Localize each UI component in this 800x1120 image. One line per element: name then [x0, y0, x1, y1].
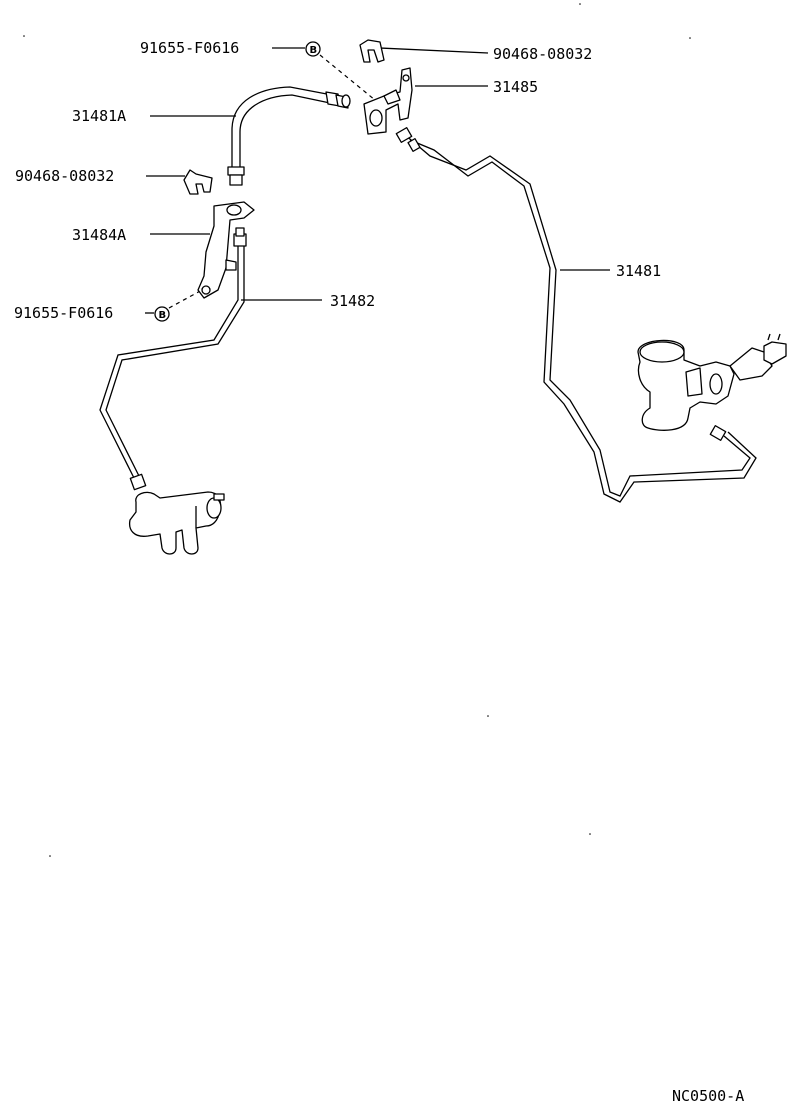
tube-lower: [99, 227, 247, 491]
clip-left: [183, 169, 213, 195]
drawing-code: NC0500-A: [672, 1087, 744, 1105]
master-cylinder: [637, 333, 787, 431]
callout-bolt-top: 91655-F0616: [140, 39, 239, 57]
callout-flex-hose: 31481A: [72, 107, 126, 125]
bracket-top: [363, 67, 413, 135]
scan-specks: [23, 3, 691, 857]
callout-bracket-left: 31484A: [72, 226, 126, 244]
bolt-left-badge: B: [154, 306, 170, 322]
callout-tube-lower: 31482: [330, 292, 375, 310]
callout-clip-left: 90468-08032: [15, 167, 114, 185]
clip-top: [359, 39, 385, 63]
callout-tube-main: 31481: [616, 262, 661, 280]
tube-main: [395, 127, 757, 503]
leader-lines: [145, 47, 610, 314]
bracket-left: [197, 201, 255, 299]
slave-cylinder: [128, 491, 225, 555]
bolt-top-badge: B: [305, 41, 321, 57]
callout-bracket-top: 31485: [493, 78, 538, 96]
bolt-top-dashed-leader: [319, 54, 376, 101]
bolt-left-symbol: B: [159, 310, 167, 321]
bolt-top-symbol: B: [310, 45, 318, 56]
bolt-left-dashed-leader: [168, 289, 203, 309]
flex-hose: [227, 86, 351, 186]
callout-bolt-left: 91655-F0616: [14, 304, 113, 322]
callout-clip-top: 90468-08032: [493, 45, 592, 63]
